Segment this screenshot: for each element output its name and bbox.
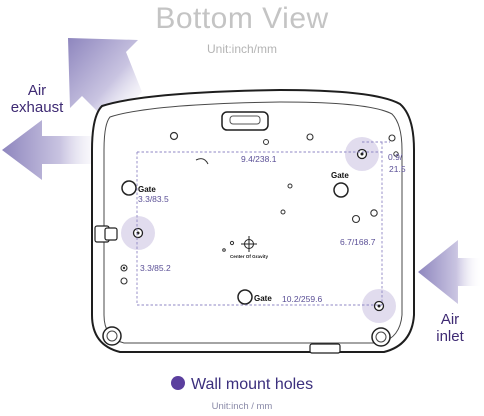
dimension-right-top-1: 0.9/ (388, 152, 403, 162)
air-exhaust-text: Air exhaust (10, 82, 64, 116)
page-title: Bottom View (155, 2, 329, 35)
dimension-left-upper: 3.3/83.5 (138, 194, 169, 204)
air-exhaust-arrow-left (2, 120, 108, 180)
wall-mount-holes (121, 137, 396, 323)
dimension-bottom-width: 10.2/259.6 (282, 294, 322, 304)
page-subtitle: Unit:inch/mm (206, 42, 277, 56)
dimension-right-top-2: 21.5 (389, 164, 406, 174)
dimension-right-side: 6.7/168.7 (340, 237, 376, 247)
gate-label-left: Gate (138, 185, 156, 194)
center-of-gravity-icon (241, 236, 257, 252)
air-inlet-text: Air inlet (436, 311, 464, 345)
gate-label-right: Gate (331, 171, 349, 180)
dimension-left-lower: 3.3/85.2 (140, 263, 171, 273)
vent-mark (195, 158, 209, 165)
wall-mount-hole-icon (170, 376, 185, 390)
center-of-gravity-label: Center Of Gravity (230, 254, 268, 259)
dimension-lines (136, 141, 390, 306)
gate-label-bottom: Gate (254, 294, 272, 303)
air-inlet-arrow (418, 240, 482, 304)
air-inlet-label: Air inlet (426, 311, 474, 345)
legend: Wall mount holes (0, 376, 484, 394)
air-exhaust-label: Air exhaust (6, 82, 68, 116)
legend-unit: Unit:inch / mm (211, 401, 273, 412)
projector-body (91, 88, 415, 354)
dimension-top-width: 9.4/238.1 (241, 154, 277, 164)
legend-label: Wall mount holes (190, 376, 314, 393)
